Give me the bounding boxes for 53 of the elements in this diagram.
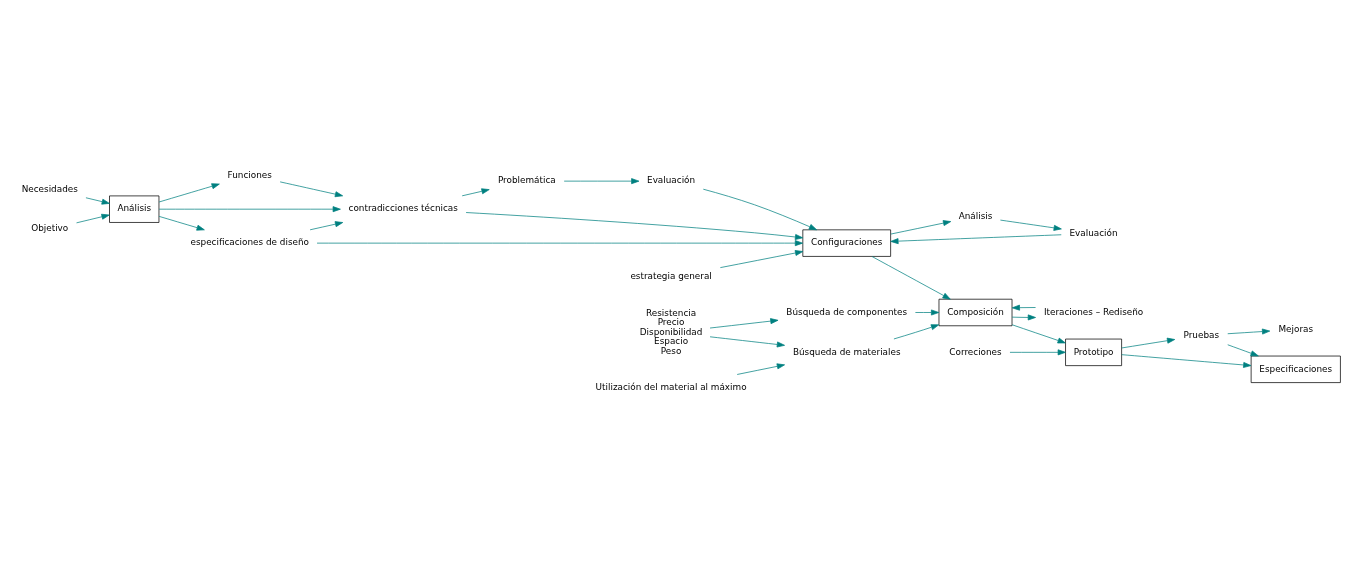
node-text: Evaluación: [647, 174, 696, 185]
node-text: especificaciones de diseño: [190, 236, 309, 247]
arrow: [279, 181, 344, 197]
node-text: Utilización del material al máximo: [595, 381, 747, 392]
node-text: Análisis: [958, 210, 993, 221]
node-text: Resistencia Precio Disponibilidad Espacio Peso: [639, 307, 703, 356]
arrow: [465, 211, 804, 240]
arrow: [309, 220, 344, 230]
arrow: [709, 317, 779, 328]
arrow: [158, 182, 220, 202]
node-text: Búsqueda de componentes: [786, 306, 908, 317]
node-box: Análisis: [109, 195, 160, 223]
arrow: [702, 188, 818, 230]
arrow: [76, 213, 110, 223]
node-text: Necesidades: [21, 183, 78, 194]
node-text: Evaluación: [1069, 227, 1118, 238]
arrow: [736, 362, 785, 375]
node-box: Especificaciones: [1250, 355, 1341, 383]
arrow: [893, 323, 940, 339]
node-text: Pruebas: [1183, 329, 1220, 340]
node-box: Composición: [938, 298, 1013, 326]
arrow: [1011, 304, 1036, 311]
arrow: [158, 215, 205, 231]
arrow: [1011, 314, 1036, 320]
arrow: [1121, 353, 1252, 368]
node-text: Funciones: [227, 169, 272, 180]
arrow: [563, 177, 640, 184]
arrow: [1000, 219, 1062, 231]
arrow: [709, 335, 785, 347]
node-text: Objetivo: [31, 222, 69, 233]
arrow: [890, 233, 1062, 244]
node-text: contradicciones técnicas: [348, 202, 458, 213]
arrow: [1121, 337, 1176, 348]
node-text: Problemática: [497, 174, 556, 185]
arrow: [720, 249, 804, 268]
arrow: [1227, 343, 1259, 356]
arrow: [1011, 323, 1066, 343]
node-text: Búsqueda de materiales: [792, 346, 901, 357]
node-box: Configuraciones: [802, 228, 891, 257]
node-text: Correciones: [949, 346, 1002, 357]
node-text: Iteraciones – Rediseño: [1043, 306, 1144, 317]
arrow: [1009, 348, 1066, 355]
node-text: estrategia general: [630, 270, 712, 281]
arrow: [461, 187, 490, 196]
arrow: [915, 309, 940, 315]
arrow: [316, 239, 803, 246]
arrow: [890, 219, 952, 234]
node-box: Prototipo: [1065, 338, 1122, 366]
arrow: [85, 196, 110, 205]
arrow: [871, 255, 951, 300]
node-text: Mejoras: [1278, 323, 1314, 334]
arrow: [158, 205, 341, 212]
arrow: [1227, 328, 1271, 334]
